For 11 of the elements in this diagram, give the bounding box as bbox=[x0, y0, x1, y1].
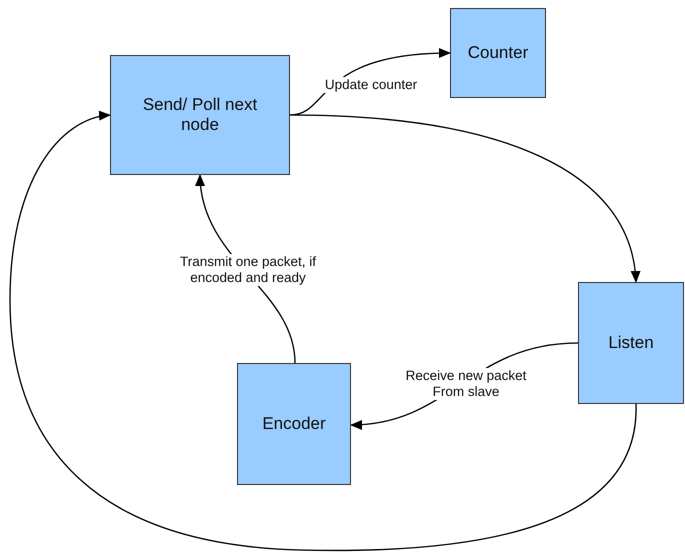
arrow bbox=[9, 112, 637, 552]
node-label: Counter bbox=[468, 43, 528, 63]
process-box bbox=[450, 8, 546, 98]
arrow bbox=[290, 114, 640, 283]
node-label: Listen bbox=[608, 333, 654, 353]
node-label: Send/ Poll next node bbox=[142, 95, 258, 135]
process-box bbox=[110, 55, 290, 175]
node-label: Encoder bbox=[262, 414, 326, 434]
process-box bbox=[237, 363, 351, 485]
edge-label: Update counter bbox=[322, 77, 420, 93]
process-box bbox=[578, 282, 684, 404]
